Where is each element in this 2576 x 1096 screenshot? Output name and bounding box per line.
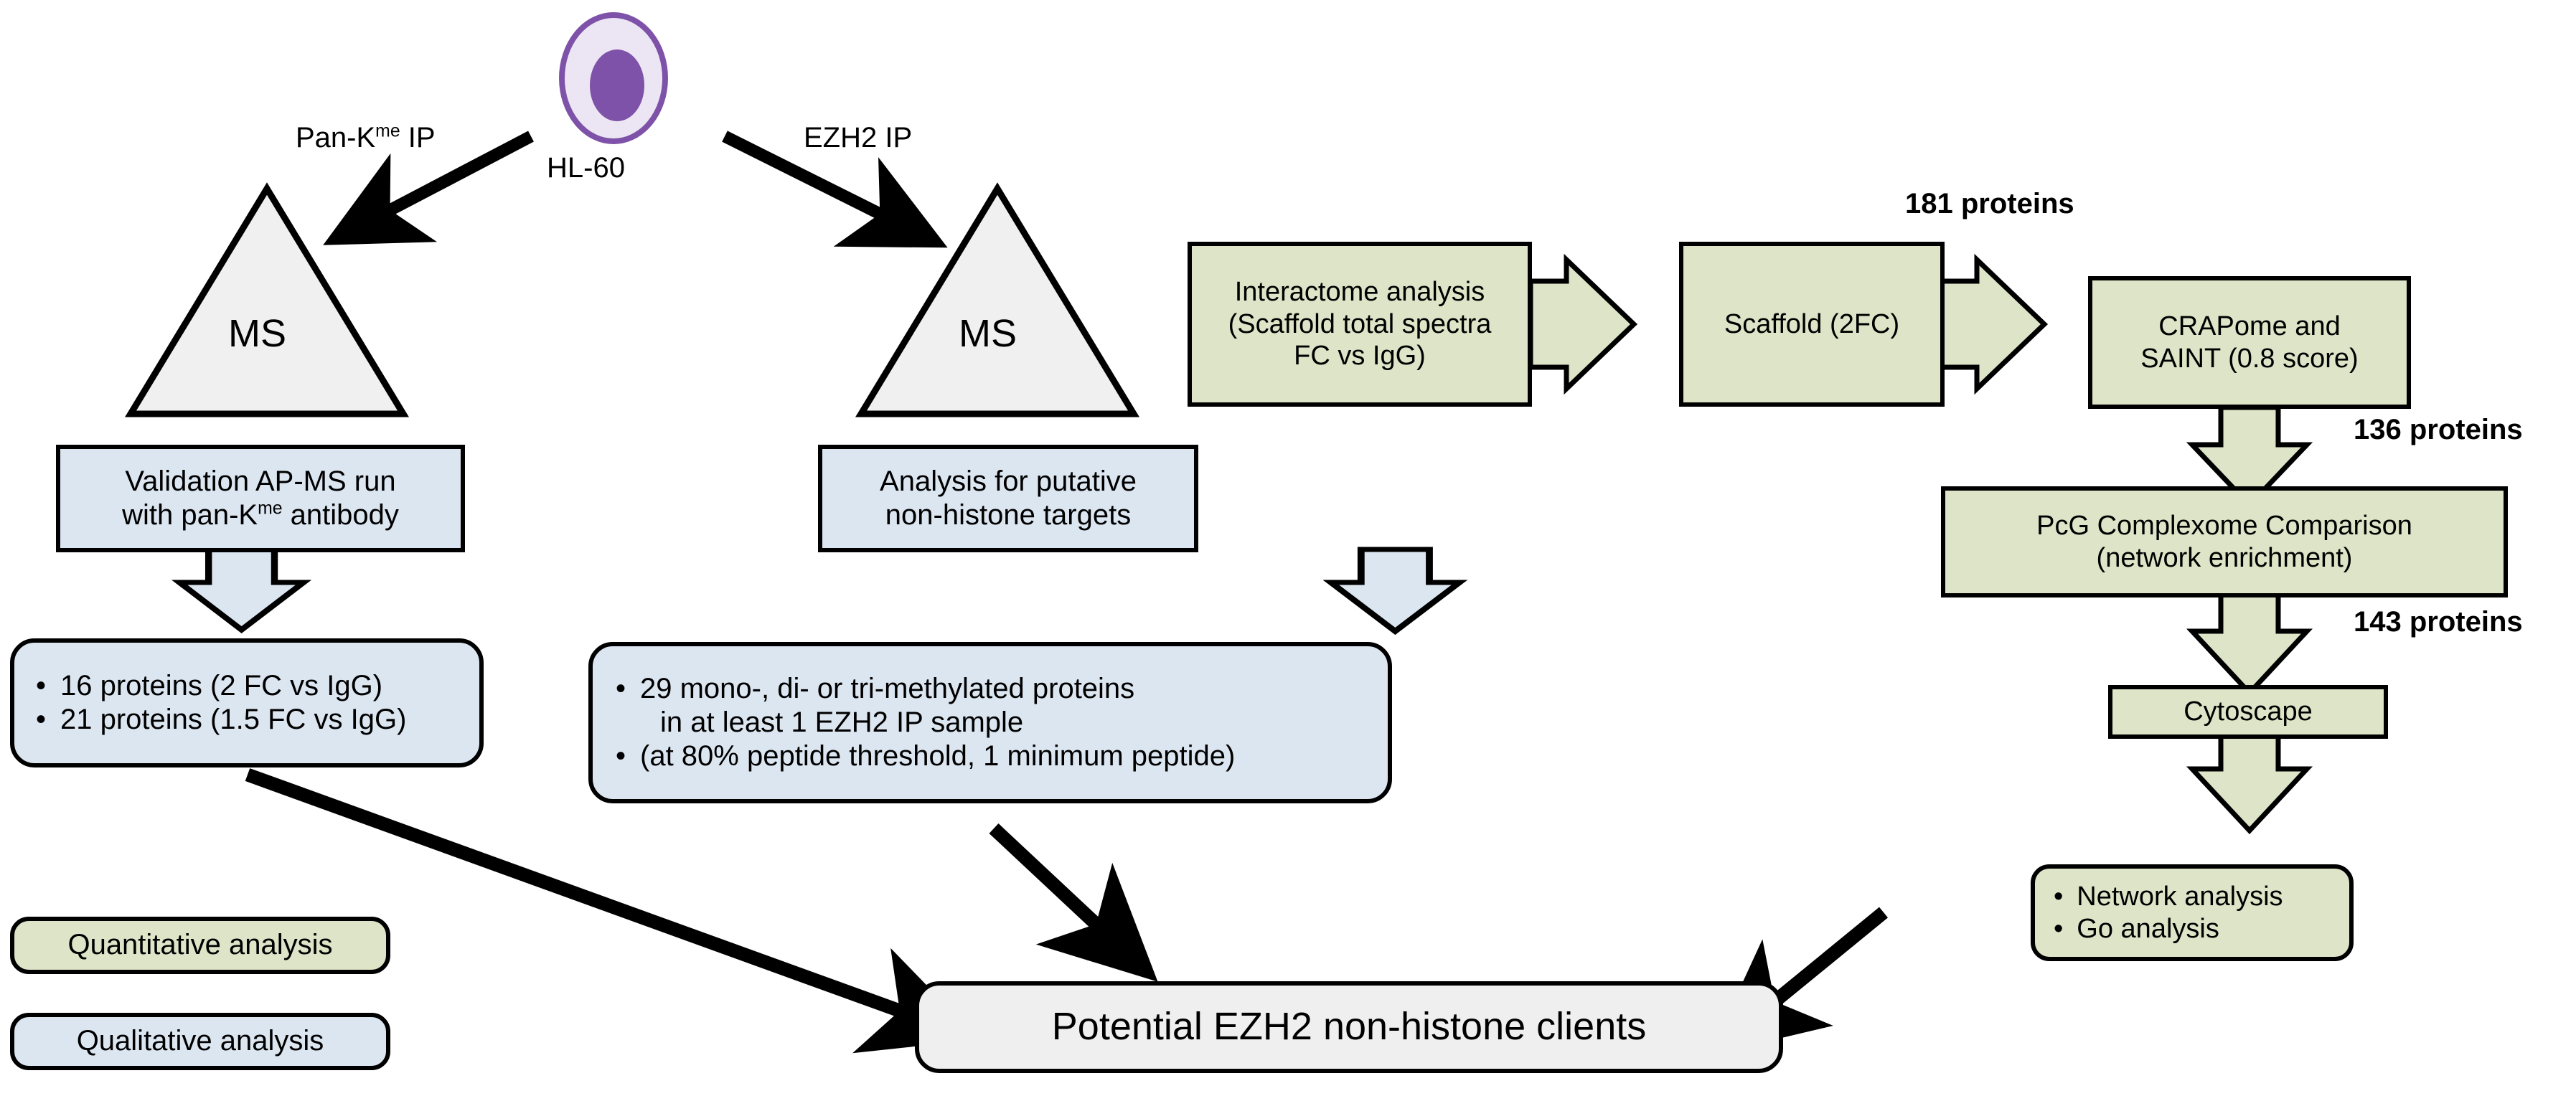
list-item-cont: in at least 1 EZH2 IP sample <box>660 706 1024 738</box>
list-item: Network analysis <box>2054 881 2331 913</box>
arrow-putative-to-result <box>989 823 1158 982</box>
pan-kme-prefix: Pan-K <box>296 122 376 153</box>
validation-line-1: Validation AP-MS run <box>125 465 396 497</box>
arrow-network-to-result <box>1709 907 1889 1055</box>
interactome-analysis-box[interactable]: Interactome analysis (Scaffold total spe… <box>1188 242 1532 407</box>
putative-targets-box[interactable]: Analysis for putative non-histone target… <box>818 445 1198 552</box>
branch-label-ezh2-ip: EZH2 IP <box>804 122 913 153</box>
putative-targets-text: Analysis for putative non-histone target… <box>880 465 1137 532</box>
list-item: 16 proteins (2 FC vs IgG) <box>36 669 458 703</box>
validation-line-2a: with pan-K <box>122 499 258 531</box>
cell-label: HL-60 <box>547 152 625 184</box>
legend-item-quantitative: Quantitative analysis <box>10 917 390 974</box>
list-item: 29 mono-, di- or tri-methylated proteins <box>616 672 1365 706</box>
arrow-cell-to-left-ms <box>323 131 534 245</box>
pan-kme-suffix: IP <box>400 122 436 153</box>
validation-line-2: with pan-Kme antibody <box>122 499 399 532</box>
putative-results-box[interactable]: 29 mono-, di- or tri-methylated proteins… <box>588 642 1392 803</box>
pcg-text: PcG Complexome Comparison (network enric… <box>2036 510 2412 575</box>
block-arrow-putative-down <box>1322 547 1468 636</box>
network-analysis-box[interactable]: Network analysis Go analysis <box>2031 864 2354 961</box>
result-box[interactable]: Potential EZH2 non-histone clients <box>915 981 1783 1073</box>
legend-label-qualitative: Qualitative analysis <box>76 1025 324 1057</box>
cell-svg <box>559 12 668 144</box>
result-label: Potential EZH2 non-histone clients <box>1051 1005 1647 1049</box>
putative-line-2: non-histone targets <box>885 499 1132 531</box>
status-badge-136-proteins: 136 proteins <box>2354 414 2523 445</box>
network-analysis-list: Network analysis Go analysis <box>2054 881 2331 945</box>
ms-label-left: MS <box>228 312 286 355</box>
interactome-text: Interactome analysis (Scaffold total spe… <box>1228 276 1492 372</box>
validation-line-2b: antibody <box>282 499 399 531</box>
validation-results-box[interactable]: 16 proteins (2 FC vs IgG) 21 proteins (1… <box>10 638 484 767</box>
ms-triangle-right <box>855 182 1139 417</box>
interactome-line-1: Interactome analysis <box>1234 276 1485 307</box>
interactome-line-3: FC vs IgG) <box>1294 341 1426 372</box>
pan-kme-sup: me <box>375 121 400 141</box>
crapome-saint-box[interactable]: CRAPome and SAINT (0.8 score) <box>2088 276 2411 409</box>
scaffold-label: Scaffold (2FC) <box>1724 308 1900 339</box>
interactome-line-2: (Scaffold total spectra <box>1228 308 1492 339</box>
crapome-line-2: SAINT (0.8 score) <box>2140 343 2359 374</box>
scaffold-box[interactable]: Scaffold (2FC) <box>1679 242 1945 407</box>
cytoscape-label: Cytoscape <box>2184 696 2313 727</box>
status-badge-181-proteins: 181 proteins <box>1905 188 2074 219</box>
crapome-line-1: CRAPome and <box>2158 311 2341 341</box>
validation-ap-ms-text: Validation AP-MS run with pan-Kme antibo… <box>122 465 399 532</box>
list-item: Go analysis <box>2054 913 2331 945</box>
block-arrow-interactome-right <box>1528 253 1638 395</box>
pcg-line-2: (network enrichment) <box>2096 542 2353 573</box>
arrow-cell-to-right-ms <box>722 131 948 248</box>
crapome-text: CRAPome and SAINT (0.8 score) <box>2140 311 2358 375</box>
block-arrow-validation-down <box>171 547 312 634</box>
block-arrow-crapome-down <box>2186 405 2313 509</box>
pcg-line-1: PcG Complexome Comparison <box>2036 510 2412 541</box>
block-arrow-pcg-down <box>2186 591 2313 697</box>
validation-line-2-sup: me <box>258 499 283 519</box>
putative-results-list: 29 mono-, di- or tri-methylated proteins… <box>616 672 1365 774</box>
arrow-validation-to-result <box>245 768 979 1054</box>
cell-icon <box>553 10 674 146</box>
putative-line-1: Analysis for putative <box>880 465 1137 497</box>
legend-item-qualitative: Qualitative analysis <box>10 1013 390 1070</box>
list-item: (at 80% peptide threshold, 1 minimum pep… <box>616 740 1365 773</box>
ms-label-right: MS <box>959 312 1017 355</box>
legend-label-quantitative: Quantitative analysis <box>67 929 333 961</box>
status-badge-143-proteins: 143 proteins <box>2354 606 2523 638</box>
cytoscape-box[interactable]: Cytoscape <box>2108 685 2388 739</box>
branch-label-pan-kme-ip: Pan-Kme IP <box>296 122 436 154</box>
ms-triangle-left <box>125 182 409 417</box>
validation-ap-ms-box[interactable]: Validation AP-MS run with pan-Kme antibo… <box>56 445 465 552</box>
block-arrow-cytoscape-down <box>2186 730 2313 835</box>
pcg-complexome-box[interactable]: PcG Complexome Comparison (network enric… <box>1941 486 2508 597</box>
block-arrow-scaffold-right <box>1938 253 2049 395</box>
list-item: 21 proteins (1.5 FC vs IgG) <box>36 703 458 737</box>
validation-results-list: 16 proteins (2 FC vs IgG) 21 proteins (1… <box>36 669 458 737</box>
